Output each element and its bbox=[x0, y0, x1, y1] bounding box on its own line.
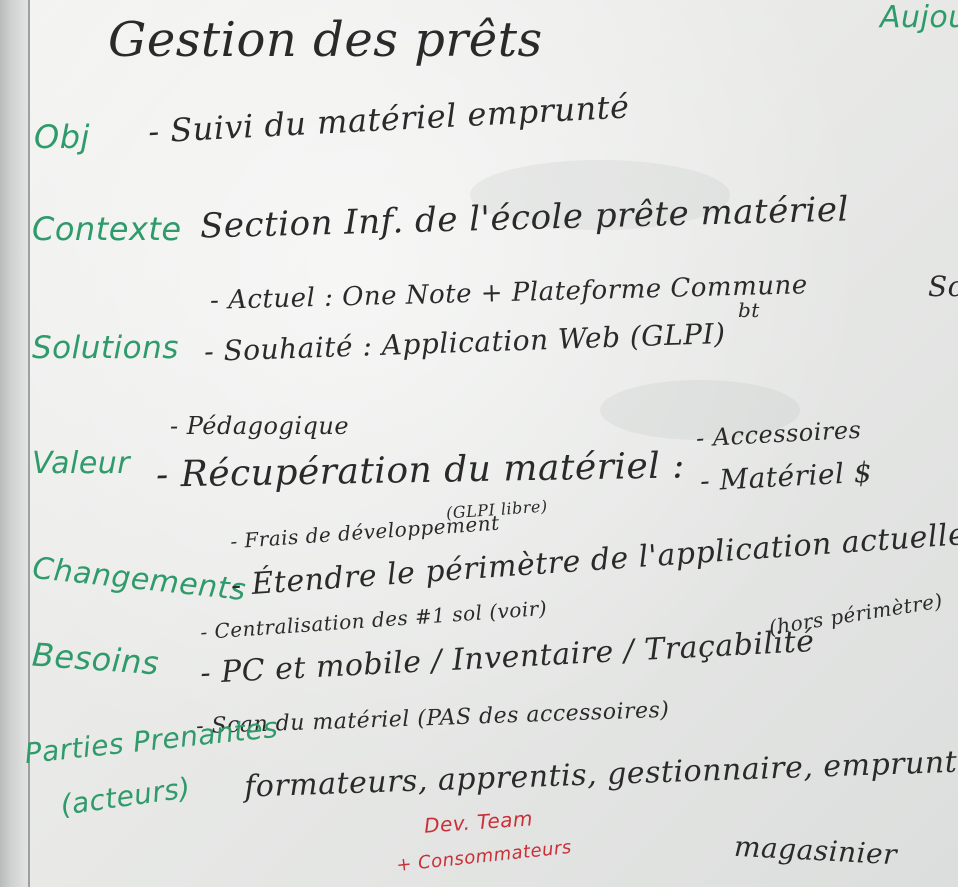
board-title: Gestion des prêts bbox=[108, 12, 543, 68]
parties-magasinier: magasinier bbox=[733, 829, 898, 872]
smudge bbox=[600, 380, 800, 440]
label-parties-prenantes: Parties Prenantes bbox=[22, 710, 280, 771]
smudge bbox=[470, 160, 730, 230]
label-obj: Obj bbox=[34, 118, 90, 156]
label-changements: Changements bbox=[30, 550, 248, 609]
label-contexte: Contexte bbox=[32, 210, 182, 248]
label-besoins: Besoins bbox=[30, 635, 161, 683]
valeur-pedagogique: - Pédagogique bbox=[170, 412, 350, 440]
solutions-actuel-note: bt bbox=[738, 298, 760, 322]
whiteboard-frame bbox=[0, 0, 30, 887]
parties-consommateurs: + Consommateurs bbox=[395, 836, 573, 877]
parties-dev-team: Dev. Team bbox=[423, 806, 534, 838]
parties-list: formateurs, apprentis, gestionnaire, emp… bbox=[243, 742, 958, 805]
solutions-actuel: - Actuel : One Note + Plateforme Commune bbox=[209, 270, 809, 316]
obj-text: - Suivi du matériel emprunté bbox=[147, 87, 631, 151]
label-acteurs: (acteurs) bbox=[58, 771, 193, 822]
valeur-materiel: - Matériel $ bbox=[699, 455, 873, 498]
label-valeur: Valeur bbox=[32, 446, 131, 481]
corner-text-right: Sc bbox=[928, 270, 958, 303]
besoins-centralisation: - Centralisation des #1 sol (voir) bbox=[199, 595, 548, 645]
changements-frais-note: (GLPI libre) bbox=[445, 496, 549, 523]
contexte-text: Section Inf. de l'école prête matériel bbox=[199, 189, 850, 247]
solutions-souhaite: - Souhaité : Application Web (GLPI) bbox=[203, 316, 727, 369]
label-solutions: Solutions bbox=[32, 330, 179, 366]
corner-text-top-right: Aujou bbox=[880, 0, 958, 35]
valeur-recuperation: - Récupération du matériel : bbox=[155, 445, 686, 496]
besoins-hors-perimetre: (hors périmètre) bbox=[767, 588, 945, 640]
